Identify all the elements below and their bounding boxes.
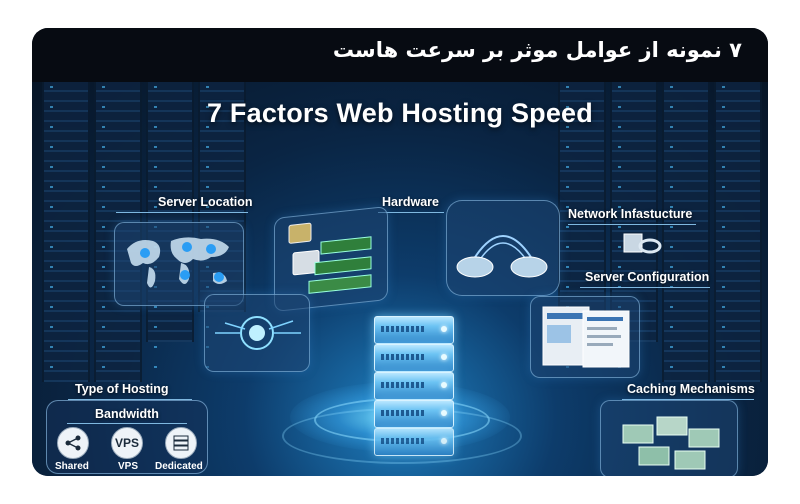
rack-bg [714, 82, 762, 382]
divider [568, 224, 696, 225]
server-unit [374, 400, 454, 428]
network-chain-icon [623, 233, 662, 254]
config-documents-icon [542, 306, 630, 368]
hardware-components-icon [288, 222, 372, 294]
divider [68, 399, 192, 400]
hosting-label-shared: Shared [55, 461, 89, 472]
label-network: Network Infastucture [568, 207, 693, 221]
network-panel [446, 200, 560, 296]
server-unit [374, 344, 454, 372]
world-map-panel [114, 222, 244, 306]
dedicated-server-icon [165, 427, 197, 459]
label-server-location: Server Location [158, 195, 253, 209]
divider [67, 423, 187, 424]
share-icon [57, 427, 89, 459]
fiber-optic-icon [215, 316, 301, 350]
network-router-icon [456, 235, 548, 278]
hardware-panel [274, 206, 388, 312]
hosting-label-vps: VPS [118, 461, 139, 472]
server-unit [374, 428, 454, 456]
label-server-config: Server Configuration [585, 270, 710, 284]
rack-bg [42, 82, 90, 382]
divider [622, 399, 754, 400]
hosting-types-box: Bandwidth Shared VPS VPS Dedicated [46, 400, 208, 474]
main-title: 7 Factors Web Hosting Speed [207, 98, 593, 128]
label-type-of-hosting: Type of Hosting [75, 382, 169, 396]
fiber-panel [204, 294, 310, 372]
server-unit [374, 316, 454, 344]
infographic-card: ۷ نمونه از عوامل موثر بر سرعت هاست 7 Fac… [32, 28, 768, 476]
caching-panel [600, 400, 738, 476]
rack-bg [558, 82, 606, 376]
world-map-icon [127, 237, 229, 288]
server-config-panel [530, 296, 640, 378]
server-unit [374, 372, 454, 400]
vps-icon: VPS [111, 427, 143, 459]
label-hardware: Hardware [382, 195, 439, 209]
label-caching: Caching Mechanisms [627, 382, 755, 396]
divider [378, 212, 444, 213]
label-bandwidth: Bandwidth [95, 407, 159, 421]
divider [116, 212, 248, 213]
hosting-label-dedicated: Dedicated [155, 461, 203, 472]
header-bar: ۷ نمونه از عوامل موثر بر سرعت هاست [32, 28, 768, 82]
divider [580, 287, 710, 288]
persian-title: ۷ نمونه از عوامل موثر بر سرعت هاست [332, 38, 742, 62]
cache-blocks-icon [622, 416, 720, 470]
rack-bg [662, 82, 710, 382]
datacenter-scene: 7 Factors Web Hosting Speed Server Locat… [32, 82, 768, 476]
